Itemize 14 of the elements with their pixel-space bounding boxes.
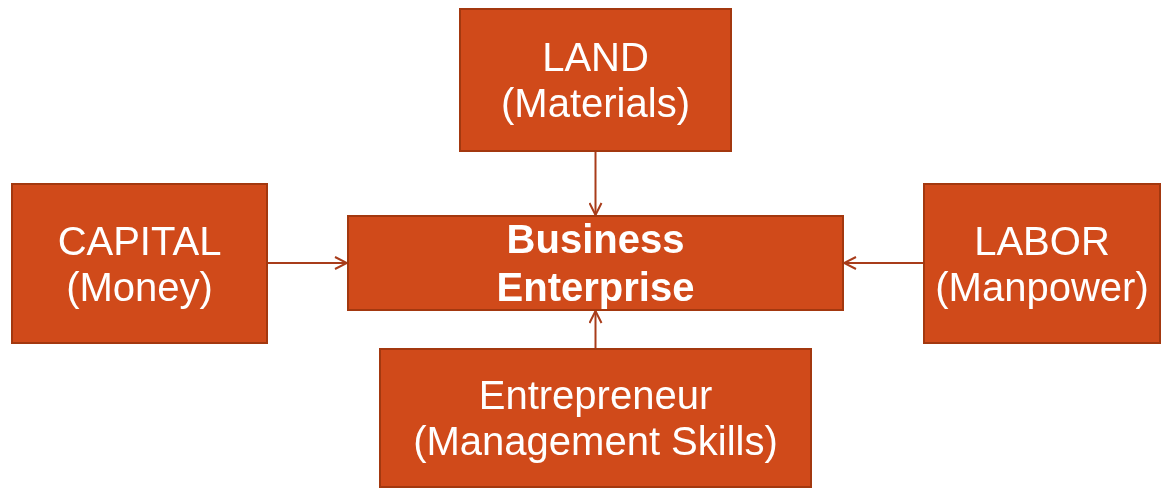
box-label: Entrepreneur (Management Skills) [412, 372, 779, 464]
arrow [588, 151, 603, 216]
arrow [843, 256, 924, 270]
resource-box [459, 8, 732, 152]
box-label: LABOR (Manpower) [934, 217, 1150, 310]
arrow [267, 256, 348, 270]
resource-box [379, 348, 812, 488]
box-label: CAPITAL (Money) [56, 217, 223, 310]
resource-box [11, 183, 268, 344]
box-label: Business Enterprise [495, 216, 696, 311]
resource-box [923, 183, 1161, 344]
box-label: LAND (Materials) [500, 34, 691, 126]
arrow [588, 310, 603, 349]
center-box [347, 215, 844, 311]
